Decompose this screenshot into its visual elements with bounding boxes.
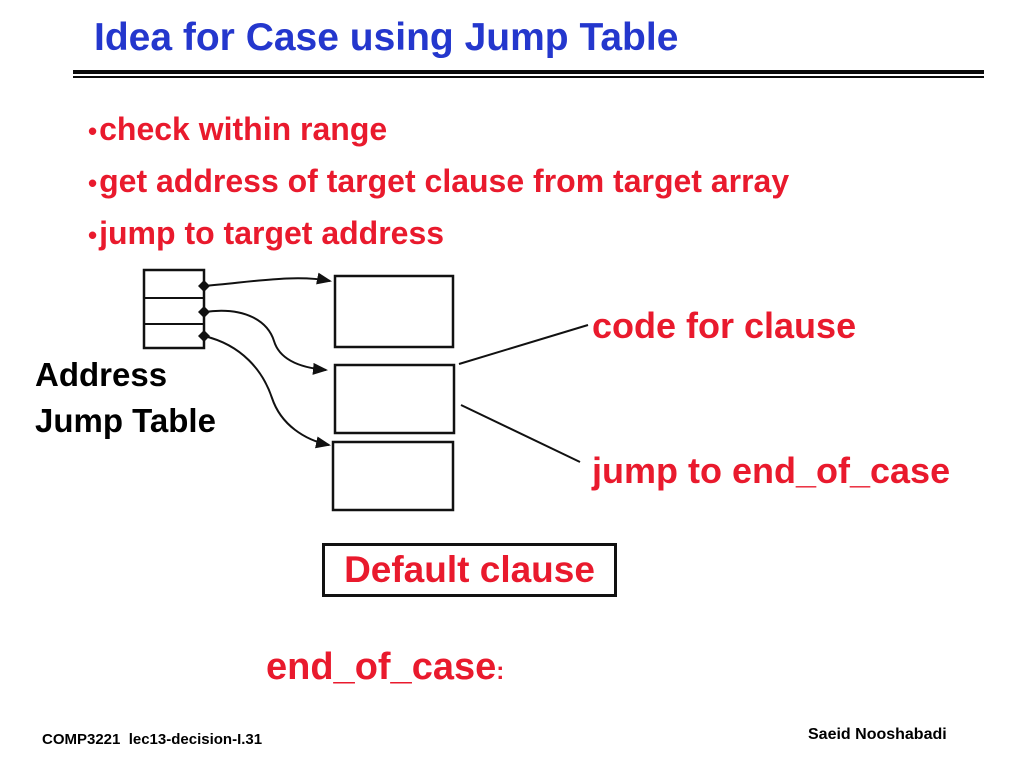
target-rect-1 bbox=[333, 274, 455, 349]
pointer-dot-3 bbox=[198, 330, 210, 342]
default-clause-label: Default clause bbox=[344, 549, 595, 590]
bullet-dot-icon: • bbox=[88, 116, 98, 146]
jump-table-box bbox=[142, 268, 206, 350]
footer-author: Saeid Nooshabadi bbox=[808, 726, 947, 743]
callout-line-code bbox=[458, 324, 589, 365]
bullet-list: • check within range • get address of ta… bbox=[88, 104, 789, 260]
bullet-item: • get address of target clause from targ… bbox=[88, 156, 789, 208]
default-clause-box: Default clause bbox=[322, 543, 617, 597]
code-for-clause-label: code for clause bbox=[592, 305, 857, 346]
bullet-dot-icon: • bbox=[88, 168, 98, 198]
bullet-text: check within range bbox=[99, 111, 388, 147]
bullet-dot-icon: • bbox=[88, 220, 98, 250]
end-of-case-label: end_of_case: bbox=[266, 646, 504, 689]
end-of-case-colon: : bbox=[496, 658, 505, 685]
pointer-dot-2 bbox=[198, 306, 210, 318]
address-jump-table-label: Address Jump Table bbox=[35, 352, 216, 444]
pointer-arrow-3 bbox=[203, 335, 331, 449]
callout-line-jump bbox=[460, 404, 581, 463]
pointer-dot-1 bbox=[198, 280, 210, 292]
bullet-item: • jump to target address bbox=[88, 208, 789, 260]
bullet-text: get address of target clause from target… bbox=[99, 163, 790, 199]
bullet-text: jump to target address bbox=[99, 215, 445, 251]
address-label-line1: Address bbox=[35, 356, 168, 393]
title-rule-bottom bbox=[73, 76, 984, 78]
target-rect-2 bbox=[333, 363, 456, 435]
pointer-arrow-1 bbox=[203, 272, 332, 287]
bullet-item: • check within range bbox=[88, 104, 789, 156]
footer-course-code: COMP3221 lec13-decision-I.31 bbox=[42, 731, 263, 748]
title-rule-top bbox=[73, 70, 984, 74]
jump-to-end-of-case-label: jump to end_of_case bbox=[592, 450, 951, 491]
address-label-line2: Jump Table bbox=[35, 402, 216, 439]
target-rect-3 bbox=[331, 440, 455, 512]
end-of-case-text: end_of_case bbox=[266, 646, 497, 688]
pointer-arrow-2 bbox=[203, 309, 328, 375]
page-title: Idea for Case using Jump Table bbox=[94, 16, 679, 59]
